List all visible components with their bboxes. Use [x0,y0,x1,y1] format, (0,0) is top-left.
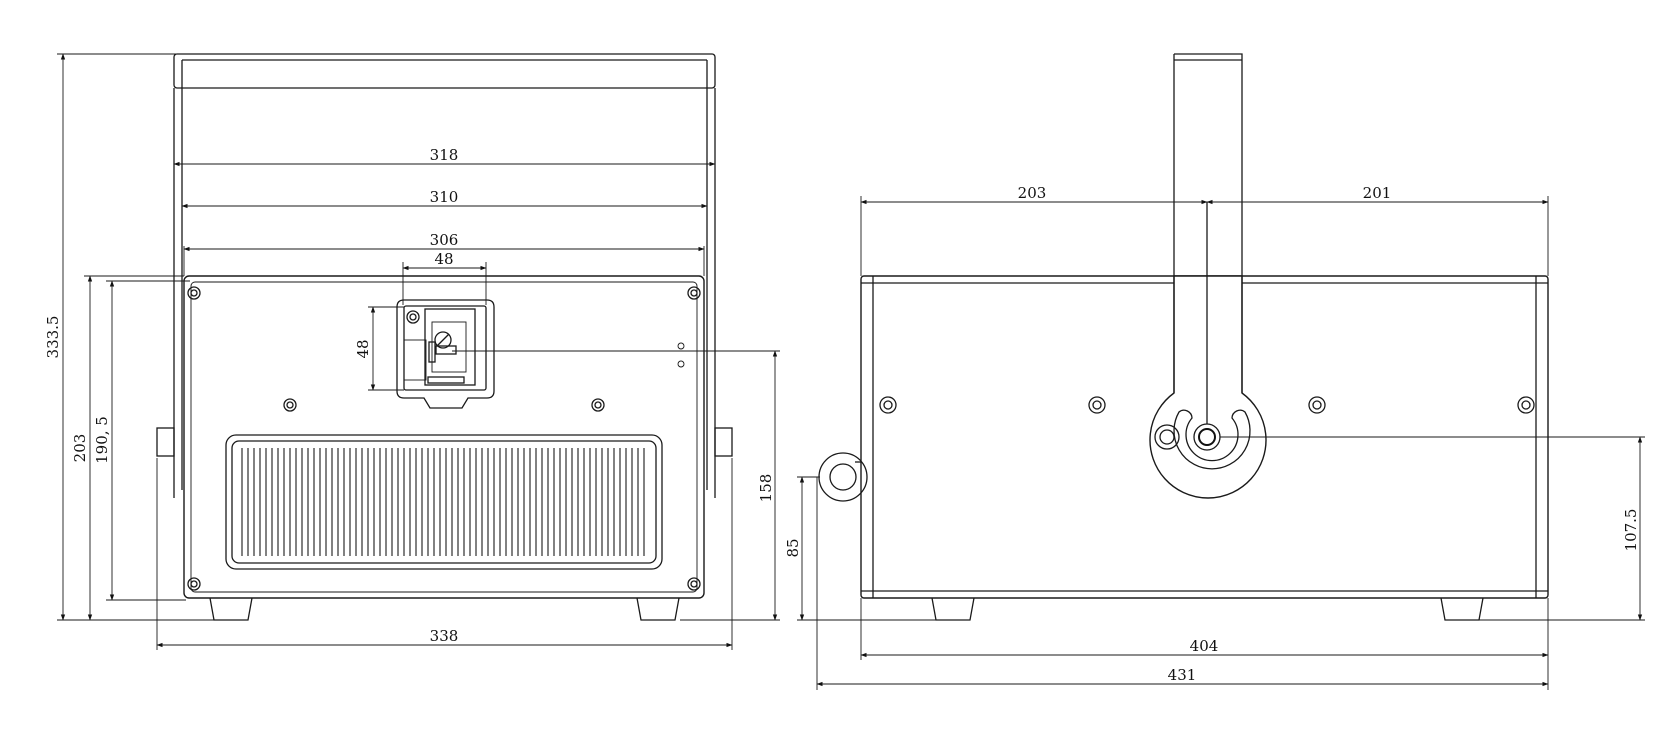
side-extension-lines [797,196,1645,690]
front-extension-lines [57,53,780,650]
dim-top-width: 310 [430,188,459,206]
front-dimension-labels: 333.5 203 190, 5 318 310 306 48 48 158 3… [44,146,775,645]
dim-pivot-height: 107.5 [1622,509,1640,552]
dim-connector-width: 48 [434,250,453,268]
dim-base-width: 338 [430,627,459,645]
side-front-knob [818,452,868,502]
front-screws [187,286,701,591]
front-dimension-lines [60,53,778,648]
dim-knob-height: 85 [784,538,802,557]
side-dimension-lines [799,199,1643,687]
dim-overall-height: 333.5 [44,316,62,359]
dim-body-height: 203 [71,434,89,463]
side-pivot-assembly [1149,202,1267,499]
dim-mount-height: 190, 5 [93,416,111,464]
front-left-foot [209,597,253,621]
front-right-knob [714,427,733,457]
dim-connector-center-height: 158 [757,474,775,503]
dim-overall-length: 431 [1168,666,1197,684]
dim-handle-to-back: 201 [1363,184,1392,202]
side-dimension-labels: 203 201 85 107.5 404 431 [784,184,1640,684]
dim-panel-width: 306 [430,231,459,249]
side-screws [879,396,1535,414]
side-view: 203 201 85 107.5 404 431 [784,53,1645,690]
side-left-foot [931,597,975,621]
front-left-knob [156,427,175,457]
front-view: 333.5 203 190, 5 318 310 306 48 48 158 3… [44,53,780,650]
front-right-foot [636,597,680,621]
side-right-foot [1440,597,1484,621]
dim-front-to-handle: 203 [1018,184,1047,202]
front-connector-module [396,299,495,409]
dim-connector-height: 48 [354,339,372,358]
dim-handle-width: 318 [430,146,459,164]
dim-body-length: 404 [1190,637,1219,655]
front-grille [225,434,663,570]
